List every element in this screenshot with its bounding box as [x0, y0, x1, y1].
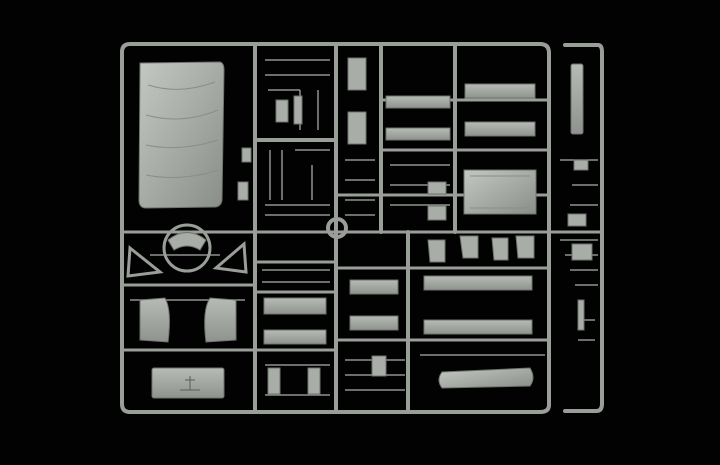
- model-part-icon: [126, 57, 593, 399]
- sprue-gates: [130, 59, 598, 396]
- sprue-runners: [120, 42, 604, 414]
- tarp-panel: [138, 61, 225, 209]
